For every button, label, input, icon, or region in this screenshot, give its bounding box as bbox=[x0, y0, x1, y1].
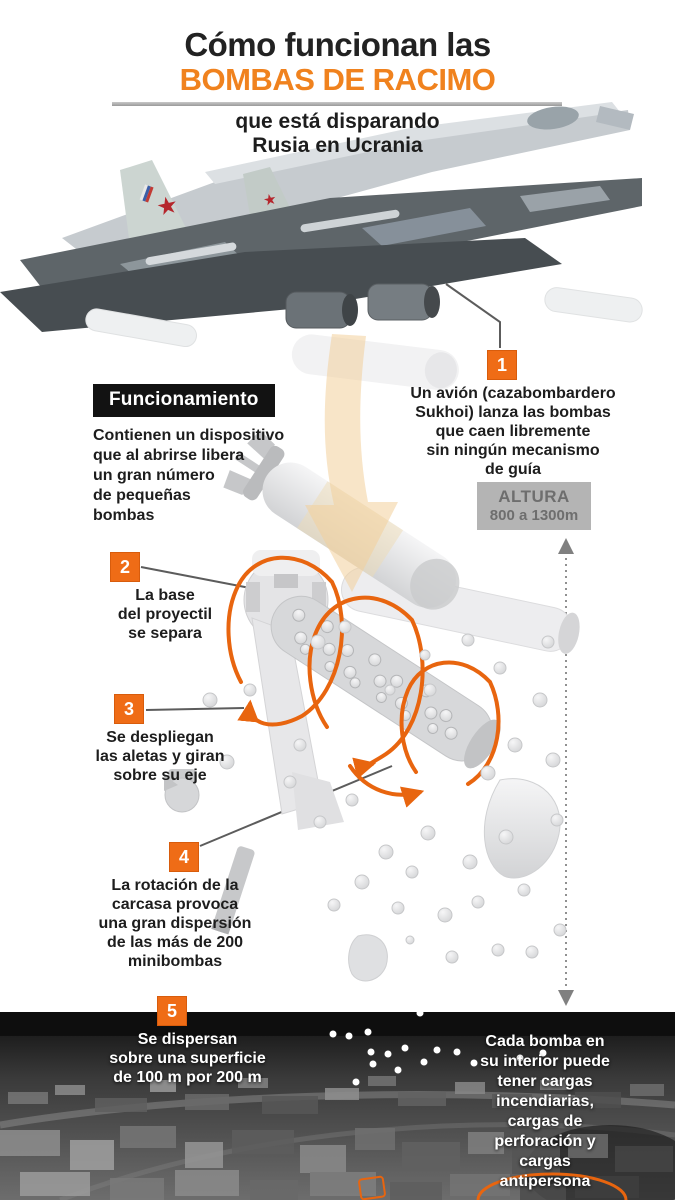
section-heading: Funcionamiento bbox=[93, 384, 275, 417]
altitude-label: ALTURA bbox=[498, 487, 570, 506]
drop-arrow-icon bbox=[305, 334, 398, 592]
city-blocks bbox=[0, 1076, 673, 1200]
small-cone bbox=[348, 934, 388, 982]
red-star-icon: ★ bbox=[262, 190, 279, 209]
step-5-badge: 5 bbox=[157, 996, 187, 1026]
page-subtitle: que está disparando Rusia en Ucrania bbox=[235, 110, 440, 157]
aerial-city-photo bbox=[0, 1009, 675, 1200]
step-4-badge: 4 bbox=[169, 842, 199, 872]
russian-flag-icon bbox=[139, 184, 154, 203]
fighter-jet-icon: ★ ★ bbox=[0, 102, 643, 348]
page-title: Cómo funcionan las bbox=[184, 26, 491, 63]
red-star-icon: ★ bbox=[154, 191, 181, 222]
nose-cone bbox=[483, 778, 561, 879]
casing-fragment bbox=[292, 772, 344, 830]
step-2-badge: 2 bbox=[110, 552, 140, 582]
tail-fin-left bbox=[120, 160, 192, 246]
step-2-text: La base del proyectil se separa bbox=[117, 587, 213, 642]
bomb-payload-note: Cada bomba en su interior puede tener ca… bbox=[480, 1033, 610, 1190]
altitude-box: ALTURA 800 a 1300m bbox=[477, 482, 591, 530]
altitude-range: 800 a 1300m bbox=[489, 507, 579, 524]
step-5-text: Se dispersan sobre una superficie de 100… bbox=[109, 1031, 266, 1086]
falling-bomblet-dots bbox=[329, 1009, 547, 1086]
page-title-highlight: BOMBAS DE RACIMO bbox=[179, 62, 496, 97]
title-divider bbox=[112, 102, 562, 106]
step-4-text: La rotación de la carcasa provoca una gr… bbox=[98, 877, 252, 970]
rotation-arrow-icon bbox=[226, 555, 501, 808]
scattered-bomblets bbox=[202, 620, 567, 964]
impact-marks bbox=[358, 1172, 628, 1200]
finned-bomblet bbox=[164, 769, 200, 813]
section-intro: Contienen un dispositivo que al abrirse … bbox=[93, 427, 285, 524]
step-1-badge: 1 bbox=[487, 350, 517, 380]
step-3-badge: 3 bbox=[114, 694, 144, 724]
step-3-text: Se despliegan las aletas y giran sobre s… bbox=[95, 729, 225, 784]
step-1-text: Un avión (cazabombardero Sukhoi) lanza l… bbox=[410, 385, 616, 478]
casing-rod bbox=[211, 846, 255, 935]
